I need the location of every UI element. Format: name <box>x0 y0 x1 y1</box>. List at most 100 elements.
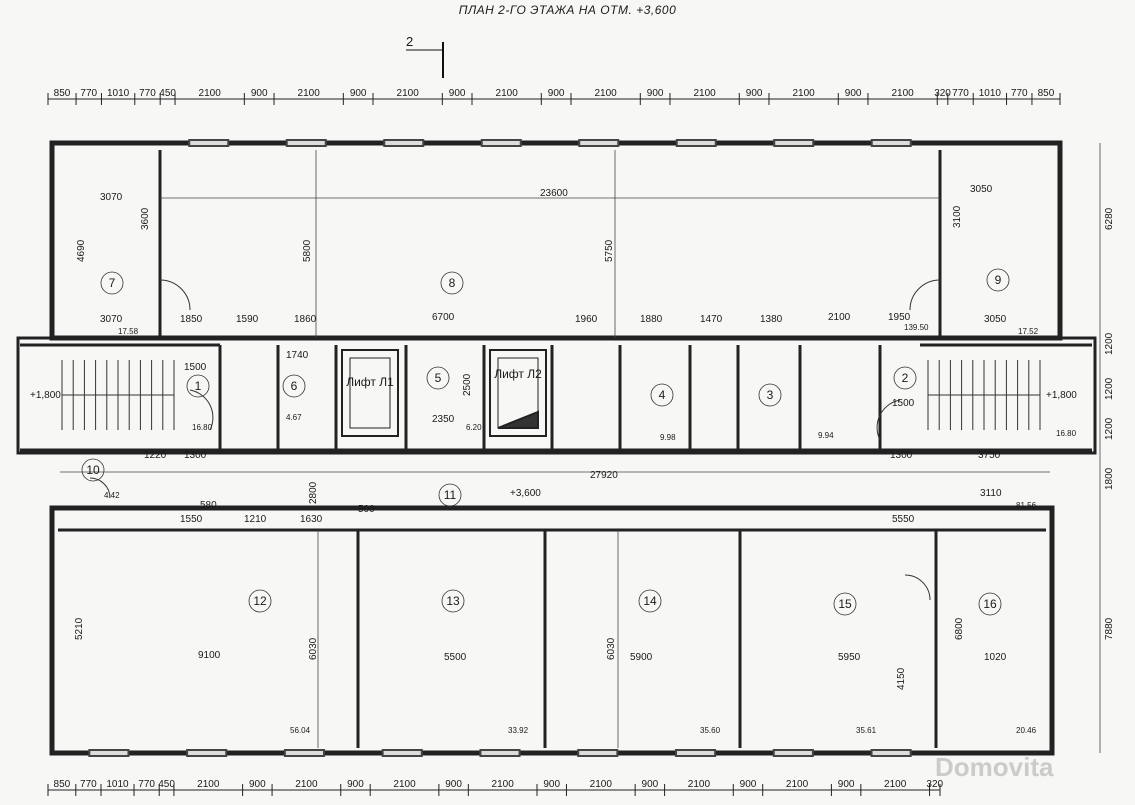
dim-1300-a: 1300 <box>184 450 207 461</box>
section-mark: 2 <box>406 34 414 49</box>
dim-value: 2100 <box>496 88 519 99</box>
dim-value: 900 <box>251 88 268 99</box>
watermark-logo: Domovita <box>935 752 1053 783</box>
room-number: 12 <box>253 594 267 608</box>
dim-3100: 3100 <box>952 205 963 228</box>
room-marker <box>978 592 1002 616</box>
dim-right-value: 1200 <box>1104 377 1115 400</box>
room-number: 3 <box>767 388 774 402</box>
dim-value: 850 <box>1038 88 1055 99</box>
dim-81: 81.56 <box>1016 501 1037 510</box>
room-number: 2 <box>902 371 909 385</box>
room-marker <box>893 366 917 390</box>
dim-1380: 1380 <box>760 314 783 325</box>
room-number: 6 <box>291 379 298 393</box>
window <box>870 749 912 757</box>
room-marker <box>100 271 124 295</box>
dim-value: 2100 <box>688 779 711 790</box>
dim-5900: 5900 <box>630 652 653 663</box>
room-area: 4.67 <box>286 413 302 422</box>
dim-1630: 1630 <box>300 514 323 525</box>
dim-value: 900 <box>845 88 862 99</box>
dim-value: 2100 <box>792 88 815 99</box>
window <box>578 139 620 147</box>
window <box>381 749 423 757</box>
dim-value: 900 <box>249 779 266 790</box>
window <box>186 749 228 757</box>
dim-right-value: 1200 <box>1104 332 1115 355</box>
room-number: 16 <box>983 597 997 611</box>
dim-6030-b: 6030 <box>606 637 617 660</box>
watermark-text: Domovita <box>935 752 1054 782</box>
dim-6700: 6700 <box>432 312 455 323</box>
dim-5800: 5800 <box>302 239 313 262</box>
room-marker <box>758 383 782 407</box>
dim-value: 2100 <box>590 779 613 790</box>
room-area: 16.80 <box>192 423 213 432</box>
room-area: 20.46 <box>1016 726 1037 735</box>
dim-value: 2100 <box>295 779 318 790</box>
room-number: 4 <box>659 388 666 402</box>
window <box>88 749 130 757</box>
dim-value: 900 <box>548 88 565 99</box>
bottom-windows <box>88 749 912 757</box>
room-number: 15 <box>838 597 852 611</box>
lift-2-label: Лифт Л2 <box>494 367 542 381</box>
dim-value: 2100 <box>884 779 907 790</box>
window <box>675 139 717 147</box>
room-marker <box>81 458 105 482</box>
dim-5550: 5550 <box>892 514 915 525</box>
dim-value: 850 <box>54 88 71 99</box>
dim-right-value: 1800 <box>1104 467 1115 490</box>
dim-3070-a: 3070 <box>100 192 123 203</box>
dim-value: 2100 <box>197 779 220 790</box>
interior-walls <box>20 150 1092 748</box>
dim-1500-a: 1500 <box>184 362 207 373</box>
dim-2500: 2500 <box>462 373 473 396</box>
room-marker <box>438 483 462 507</box>
dim-500: 500 <box>358 504 375 515</box>
dim-4690: 4690 <box>76 239 87 262</box>
room-number: 13 <box>446 594 460 608</box>
dim-1740: 1740 <box>286 350 309 361</box>
dim-1590: 1590 <box>236 314 259 325</box>
room-number: 9 <box>995 273 1002 287</box>
dim-5500: 5500 <box>444 652 467 663</box>
room-area: 6.20 <box>466 423 482 432</box>
dim-6800: 6800 <box>954 617 965 640</box>
dim-overall-width: 23600 <box>540 188 568 199</box>
window <box>577 749 619 757</box>
lift-1-label: Лифт Л1 <box>346 375 394 389</box>
window <box>383 139 425 147</box>
dim-3050-a: 3050 <box>970 184 993 195</box>
dim-3050-b: 1020 <box>984 652 1007 663</box>
room-marker <box>186 374 210 398</box>
dim-value: 1010 <box>979 88 1002 99</box>
dim-value: 770 <box>138 779 155 790</box>
door-swings <box>89 279 941 601</box>
room-number: 5 <box>435 371 442 385</box>
mark-right: +1,800 <box>1046 390 1077 401</box>
dim-2350: 2350 <box>432 414 455 425</box>
room-area: 17.52 <box>1018 327 1039 336</box>
dim-1300-b: 1300 <box>890 450 913 461</box>
dim-value: 1010 <box>107 88 130 99</box>
dim-value: 770 <box>80 779 97 790</box>
dim-value: 900 <box>740 779 757 790</box>
window <box>772 749 814 757</box>
dim-6030-a: 6030 <box>308 637 319 660</box>
dim-value: 900 <box>642 779 659 790</box>
room-area: 35.61 <box>856 726 877 735</box>
dim-3070-b: 3070 <box>100 314 123 325</box>
room-marker <box>426 366 450 390</box>
room-marker <box>282 374 306 398</box>
dim-value: 900 <box>647 88 664 99</box>
dim-value: 320 <box>934 88 951 99</box>
dim-value: 2100 <box>786 779 809 790</box>
room-area: 33.92 <box>508 726 529 735</box>
window <box>870 139 912 147</box>
room-number: 14 <box>643 594 657 608</box>
dim-value: 850 <box>54 779 71 790</box>
